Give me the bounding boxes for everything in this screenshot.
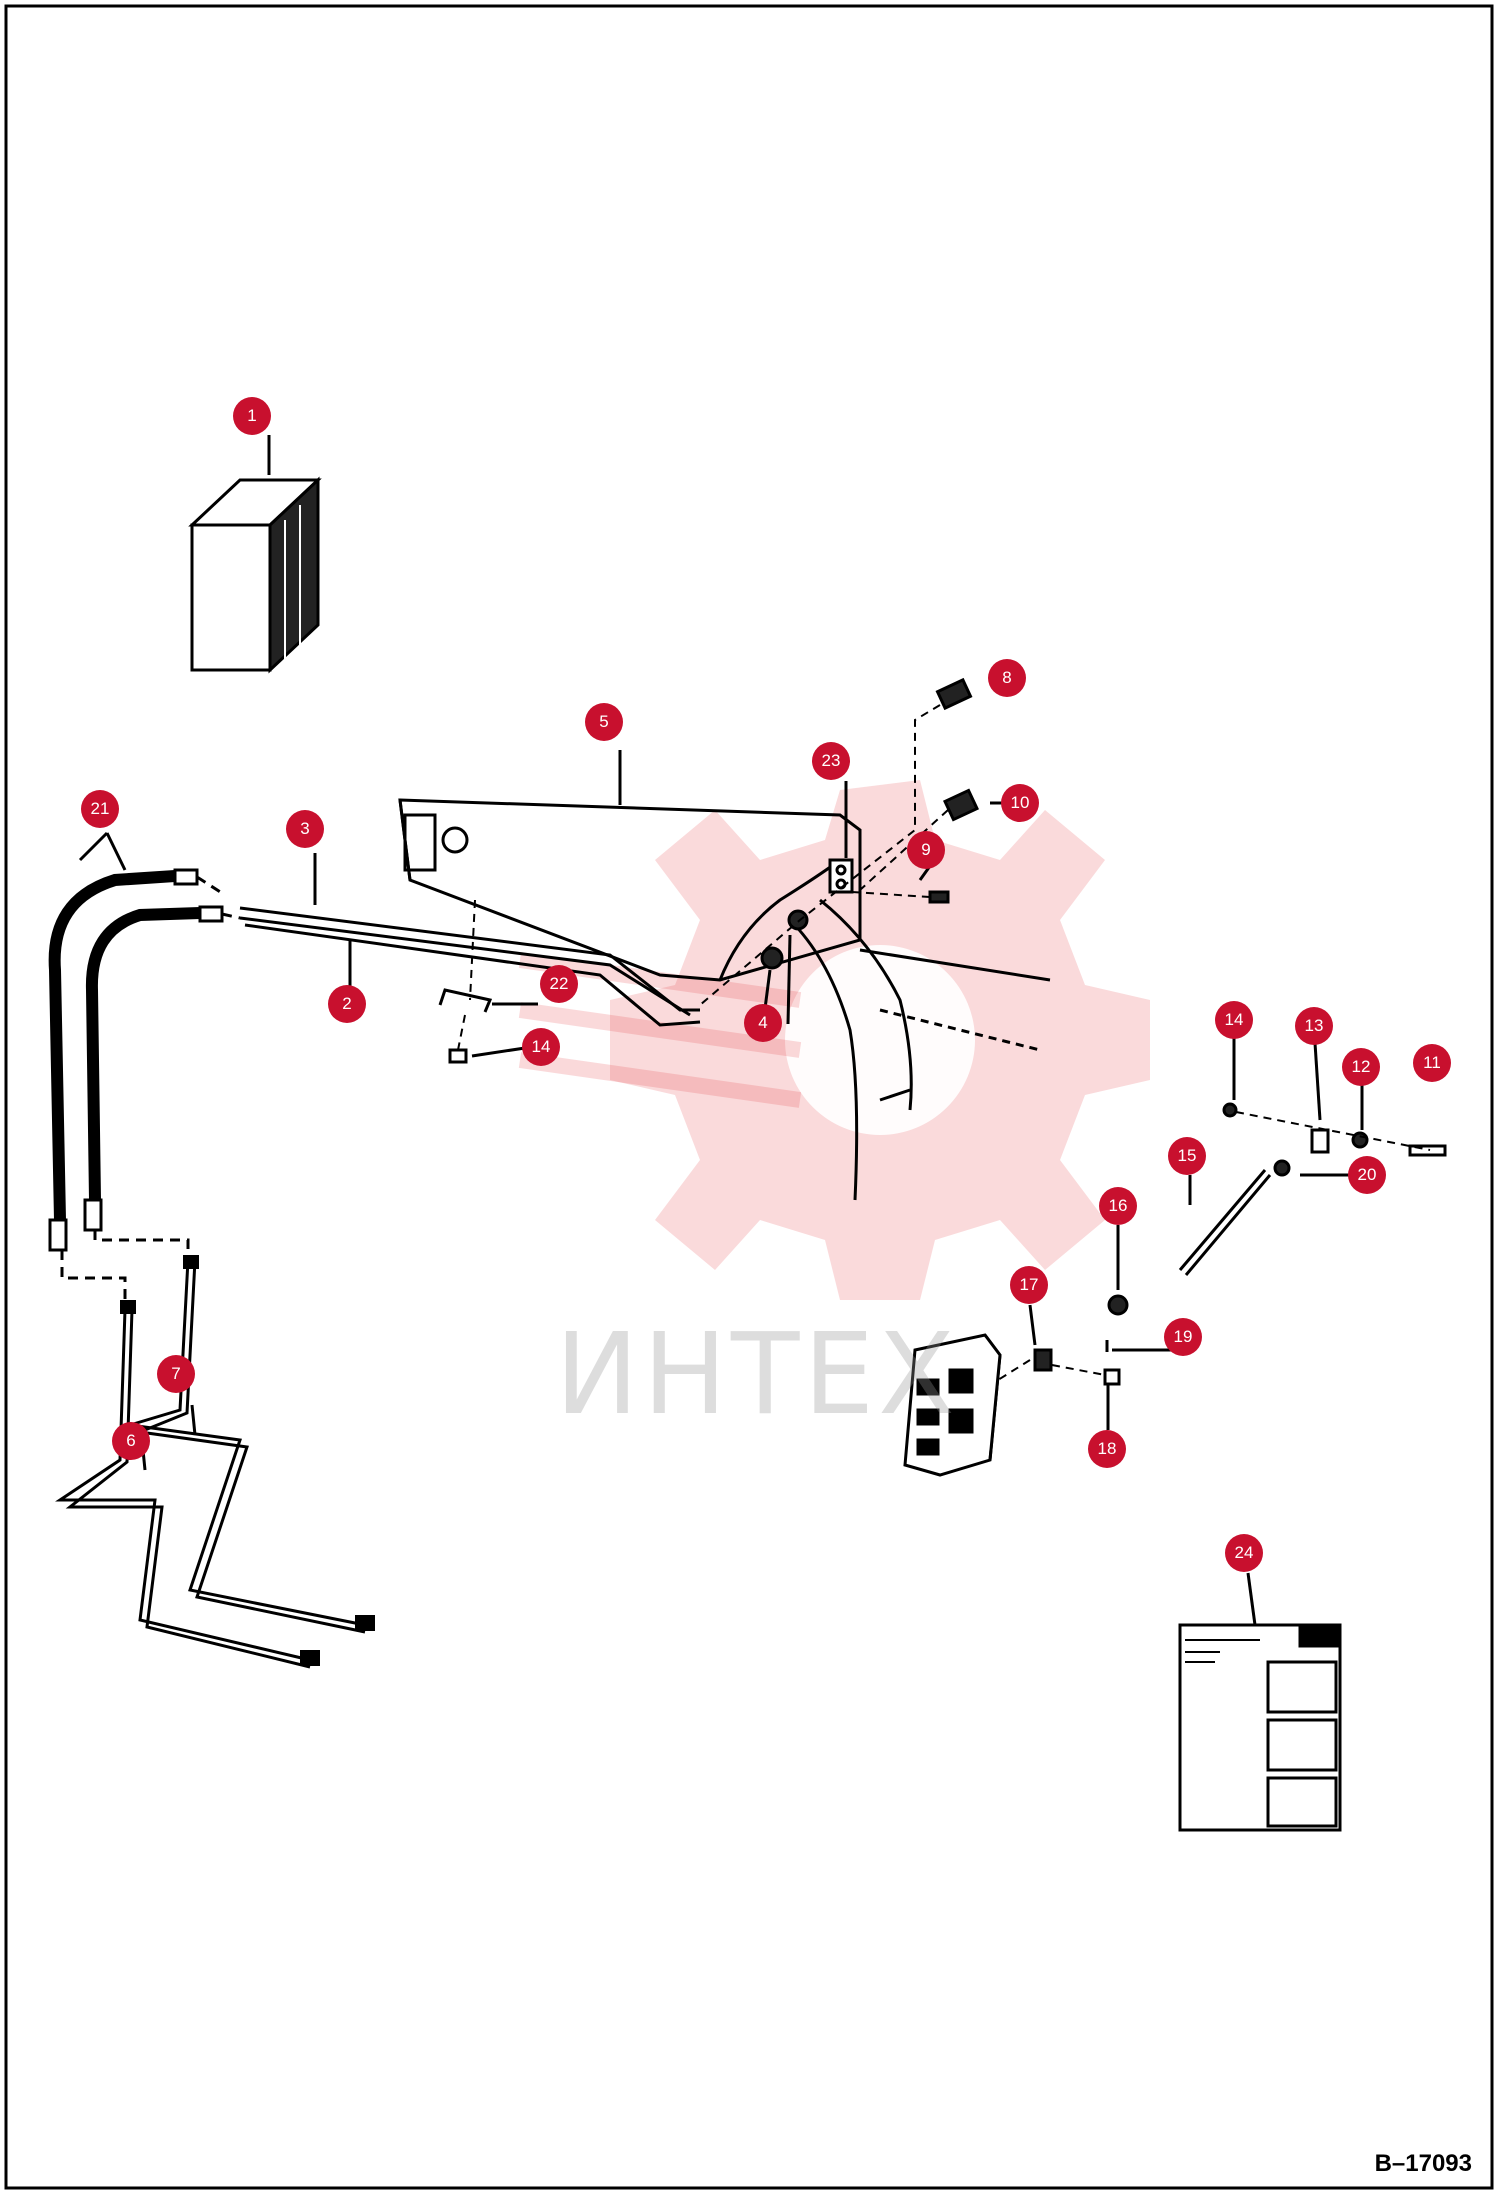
callout-21[interactable]: 21 [81,790,119,828]
callout-18[interactable]: 18 [1088,1430,1126,1468]
tube-end-nuts [120,1255,375,1666]
dashed-links-upper [699,704,949,1006]
callout-14-left[interactable]: 14 [522,1028,560,1066]
control-valve [903,1333,1002,1477]
callout-12[interactable]: 12 [1342,1048,1380,1086]
fittings-upper [760,677,980,970]
dashed-links-clamp [457,899,476,1051]
dashed-links-hoses [60,875,241,1300]
callout-3[interactable]: 3 [286,810,324,848]
callout-22[interactable]: 22 [540,965,578,1003]
dashed-links-right [989,1111,1431,1386]
watermark-gear-hole [785,945,975,1135]
callout-14-right[interactable]: 14 [1215,1001,1253,1039]
hoses [48,870,206,1226]
kit-box [188,476,322,674]
callout-8[interactable]: 8 [988,659,1026,697]
callout-19[interactable]: 19 [1164,1318,1202,1356]
callout-9[interactable]: 9 [907,831,945,869]
callout-5[interactable]: 5 [585,703,623,741]
clamp [438,988,493,1064]
callout-20[interactable]: 20 [1348,1156,1386,1194]
callout-1[interactable]: 1 [233,397,271,435]
callout-15[interactable]: 15 [1168,1137,1206,1175]
rod-assembly [1033,1102,1447,1386]
tubes-upper [239,906,701,1027]
callout-11[interactable]: 11 [1413,1044,1451,1082]
callout-7[interactable]: 7 [157,1355,195,1393]
page-border [4,4,1494,2190]
watermark-text: ИНТЕХ [555,1310,959,1440]
bracket [828,858,854,894]
callout-17[interactable]: 17 [1010,1266,1048,1304]
callout-4[interactable]: 4 [744,1004,782,1042]
drawing-number: B–17093 [1374,2150,1472,2177]
callout-10[interactable]: 10 [1001,784,1039,822]
callout-24[interactable]: 24 [1225,1534,1263,1572]
callout-13[interactable]: 13 [1295,1007,1333,1045]
callout-23[interactable]: 23 [812,742,850,780]
callout-6[interactable]: 6 [112,1422,150,1460]
callout-16[interactable]: 16 [1099,1187,1137,1225]
callout-2[interactable]: 2 [328,985,366,1023]
hose-fittings [48,868,224,1252]
decal-sheet [1178,1623,1342,1832]
machine-body [788,898,1051,1201]
tubes-lower [55,1259,366,1669]
